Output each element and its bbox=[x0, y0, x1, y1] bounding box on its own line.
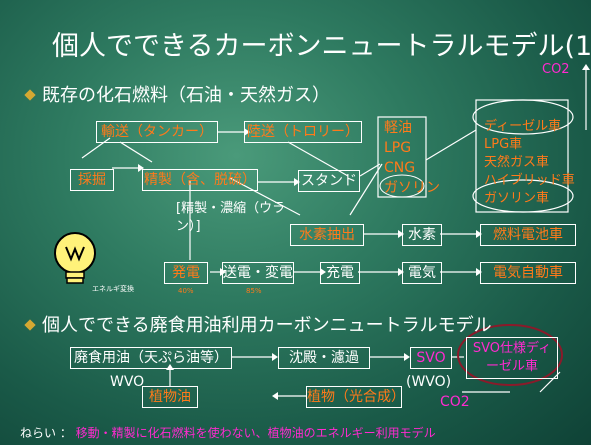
fuel-lpg: LPG bbox=[384, 140, 412, 156]
node-hydrogen: 水素 bbox=[402, 224, 442, 246]
node-tanker-transport: 輸送（タンカー） bbox=[96, 121, 218, 143]
arrowhead bbox=[272, 392, 278, 400]
arrowhead bbox=[138, 164, 144, 172]
arrowhead bbox=[272, 353, 278, 361]
aim-statement: ねらい ： 移動・精製に化石燃料を使わない、植物油のエネルギー利用モデル bbox=[20, 424, 436, 441]
arrowhead bbox=[398, 268, 404, 276]
car-gasoline: ガソリン車 bbox=[484, 191, 550, 206]
bullet-fossil-fuel: 既存の化石燃料（石油・天然ガス） bbox=[42, 85, 330, 106]
fuel-cng: CNG bbox=[384, 160, 416, 176]
node-gas-station: スタンド bbox=[298, 170, 360, 192]
node-svo-diesel-car: SVO仕様ディーゼル車 bbox=[466, 337, 558, 379]
fuel-gasoline: ガソリン bbox=[384, 180, 440, 196]
connector bbox=[81, 137, 111, 159]
diesel-car-highlight bbox=[472, 99, 574, 135]
svo-car-highlight bbox=[457, 324, 563, 386]
connector bbox=[349, 163, 383, 216]
arrowhead bbox=[582, 64, 590, 70]
node-mining: 採掘 bbox=[70, 169, 114, 191]
aim-text: 移動・精製に化石燃料を使わない、植物油のエネルギー利用モデル bbox=[75, 426, 436, 440]
node-electric-car: 電気自動車 bbox=[480, 262, 576, 284]
fuel-list: 軽油 LPG CNG ガソリン bbox=[384, 118, 440, 198]
co2-label-top: CO2 bbox=[542, 62, 570, 77]
uranium-note: [精製・濃縮（ウラン）] bbox=[176, 201, 286, 234]
connector bbox=[119, 141, 153, 163]
arrowhead bbox=[244, 128, 250, 136]
light-bulb-icon bbox=[54, 232, 96, 284]
car-natural-gas: 天然ガス車 bbox=[484, 155, 550, 170]
node-svo: SVO bbox=[410, 347, 452, 369]
node-electricity: 電気 bbox=[402, 262, 442, 284]
efficiency-transmission: 85% bbox=[246, 287, 262, 295]
fuel-diesel: 軽油 bbox=[384, 120, 412, 136]
node-vegetable-oil: 植物油 bbox=[142, 386, 198, 408]
node-refining: 精製（含、脱硫） bbox=[142, 169, 258, 191]
node-fuel-cell-car: 燃料電池車 bbox=[480, 224, 576, 246]
car-diesel: ディーゼル車 bbox=[484, 119, 562, 134]
node-charging: 充電 bbox=[320, 262, 360, 284]
arrowhead bbox=[294, 178, 300, 186]
arrowhead bbox=[220, 268, 226, 276]
node-plant-photosynthesis: 植物（光合成） bbox=[306, 386, 405, 408]
bullet-wvo-model: 個人でできる廃食用油利用カーボンニュートラルモデル bbox=[42, 315, 492, 336]
connector bbox=[425, 129, 477, 161]
wvo-paren-label: (WVO) bbox=[406, 374, 452, 390]
node-trolley-transport: 陸送（トロリー） bbox=[244, 121, 362, 143]
arrowhead bbox=[476, 268, 482, 276]
co2-label-bottom: CO2 bbox=[440, 394, 470, 410]
car-list: ディーゼル車 LPG車 天然ガス車 ハイブリッド車 ガソリン車 bbox=[484, 118, 575, 208]
bulb-caption: エネルギ変換 bbox=[92, 285, 134, 293]
connector bbox=[539, 371, 561, 393]
arrowhead bbox=[398, 230, 404, 238]
node-waste-oil: 廃食用油（天ぷら油等） bbox=[70, 347, 232, 369]
aim-prefix: ねらい ： bbox=[20, 426, 76, 440]
connector bbox=[359, 163, 381, 177]
node-sedimentation: 沈殿・濾過 bbox=[278, 347, 370, 369]
page-title: 個人でできるカーボンニュートラルモデル(1) bbox=[52, 31, 591, 62]
node-transmission: 送電・変電 bbox=[222, 262, 294, 284]
gasoline-fuel-highlight bbox=[379, 174, 425, 198]
gasoline-car-highlight bbox=[472, 179, 574, 213]
node-power-generation: 発電 bbox=[164, 262, 208, 284]
arrowhead bbox=[404, 353, 410, 361]
node-hydrogen-extraction: 水素抽出 bbox=[290, 224, 364, 246]
wvo-label: WVO bbox=[110, 374, 145, 390]
car-hybrid: ハイブリッド車 bbox=[484, 173, 575, 188]
arrowhead bbox=[320, 268, 326, 276]
car-lpg: LPG車 bbox=[484, 137, 523, 152]
arrowhead bbox=[476, 230, 482, 238]
efficiency-generation: 40% bbox=[178, 287, 194, 295]
connector bbox=[229, 177, 301, 216]
